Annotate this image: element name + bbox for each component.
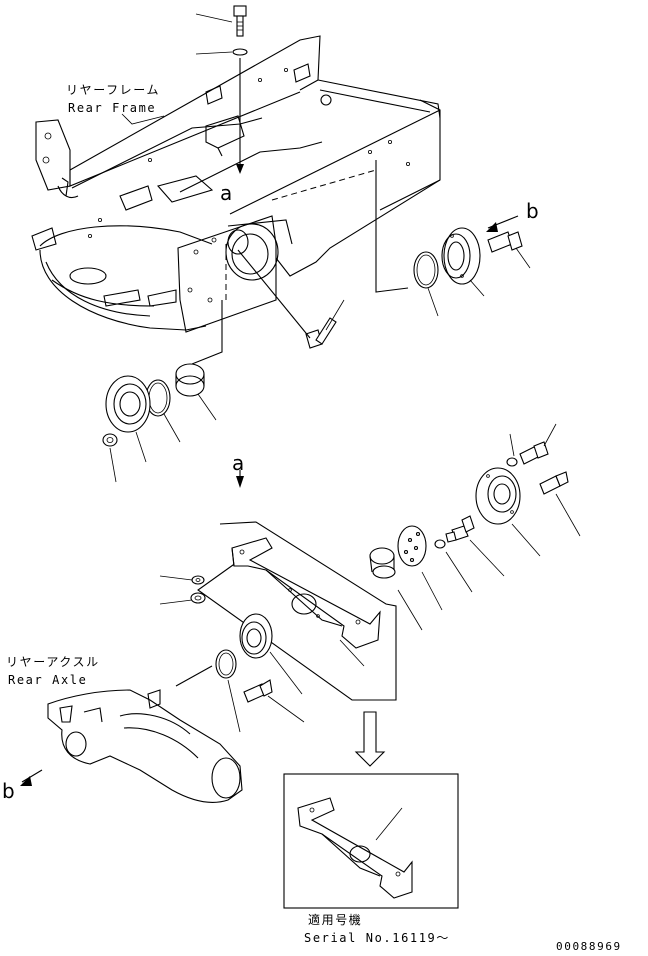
bolt-top bbox=[233, 5, 247, 37]
nut-mid bbox=[190, 592, 206, 604]
assembly-boundary bbox=[197, 521, 397, 701]
bracket bbox=[231, 537, 381, 649]
arrow-b-left-line bbox=[21, 769, 43, 783]
washer-upper-right bbox=[506, 457, 518, 467]
leader-lines bbox=[109, 13, 581, 841]
ref-b-right: b bbox=[526, 199, 539, 223]
hollow-down-arrow bbox=[354, 711, 386, 767]
assembly-line-left bbox=[191, 300, 223, 365]
assembly-line-axle bbox=[175, 665, 213, 687]
rear-axle-label-jp: リヤーアクスル bbox=[6, 655, 100, 669]
washer-small bbox=[434, 539, 446, 549]
bolt-axle bbox=[243, 679, 273, 703]
bolt-right bbox=[487, 231, 523, 253]
rear-axle bbox=[47, 689, 243, 803]
arrow-a-mid bbox=[236, 476, 244, 488]
ref-b-left: b bbox=[2, 779, 15, 803]
bushing-left bbox=[175, 363, 205, 397]
seal-left bbox=[105, 375, 151, 433]
o-ring-right bbox=[413, 251, 439, 289]
rear-frame-label-en: Rear Frame bbox=[68, 101, 156, 115]
assembly-line-right bbox=[375, 160, 409, 293]
seal-axle bbox=[239, 613, 273, 659]
serial-label-en: Serial No.16119～ bbox=[304, 931, 450, 945]
arrow-b-left bbox=[20, 776, 32, 786]
grease-fitting bbox=[237, 249, 337, 349]
shim-plate bbox=[397, 525, 427, 567]
arrow-b-right bbox=[486, 222, 498, 232]
rear-frame-label-jp: リヤーフレーム bbox=[66, 83, 160, 97]
arrow-a-top bbox=[236, 164, 244, 174]
ref-a-top: a bbox=[220, 181, 232, 205]
bolt-upper-right bbox=[519, 441, 549, 465]
grease-fitting-mid bbox=[539, 471, 569, 495]
o-ring-axle bbox=[215, 649, 237, 679]
bushing-mid bbox=[369, 547, 396, 579]
washer-top bbox=[232, 48, 248, 56]
bolt-mid bbox=[445, 515, 475, 543]
inset-box bbox=[283, 773, 459, 909]
flange-mid bbox=[475, 467, 521, 525]
flange-right bbox=[441, 227, 481, 285]
rear-axle-label-en: Rear Axle bbox=[8, 673, 87, 687]
ref-a-mid: a bbox=[232, 451, 244, 475]
rear-frame bbox=[31, 35, 441, 333]
washer-mid bbox=[191, 575, 205, 585]
nut-left bbox=[102, 433, 118, 447]
serial-label-jp: 適用号機 bbox=[308, 912, 362, 927]
drawing-number: 00088969 bbox=[556, 940, 622, 953]
